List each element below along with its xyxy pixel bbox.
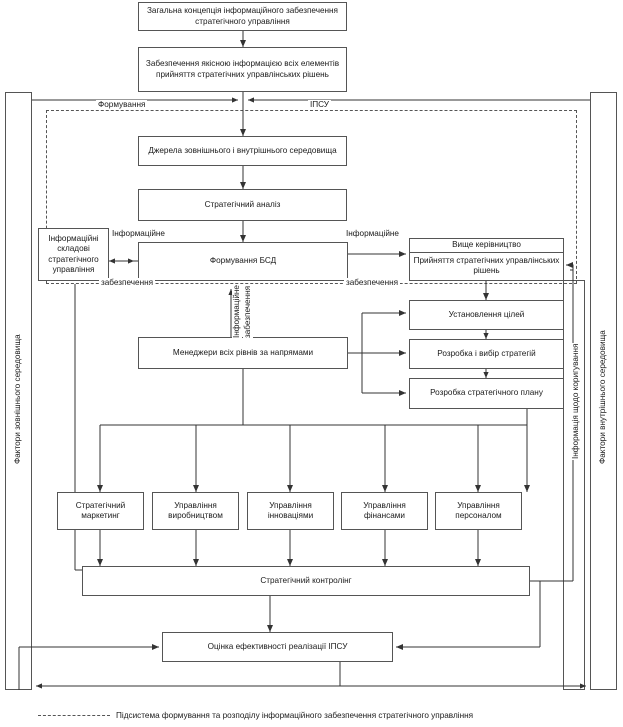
box-strategic-plan[interactable]: Розробка стратегічного плану — [409, 378, 564, 409]
box-strategic-analysis[interactable]: Стратегічний аналіз — [138, 189, 347, 221]
box-quality-information[interactable]: Забезпечення якісною інформацією всіх ел… — [138, 47, 347, 92]
box-evaluation[interactable]: Оцінка ефективності реалізації ІПСУ — [162, 632, 393, 662]
box-bsd-formation[interactable]: Формування БСД — [138, 242, 348, 281]
label-formation: Формування — [96, 100, 148, 110]
label-information-right: Інформаційне — [344, 229, 401, 239]
box-environment-sources[interactable]: Джерела зовнішнього і внутрішнього серед… — [138, 136, 347, 166]
top-management-header: Вище керівництво — [410, 239, 563, 253]
label-external-factors: Фактори зовнішнього середовища — [13, 333, 23, 465]
box-personnel-management[interactable]: Управління персоналом — [435, 492, 522, 530]
label-correction-information: Інформація щодо коригування — [571, 342, 581, 460]
box-general-concept[interactable]: Загальна концепція інформаційного забезп… — [138, 2, 347, 31]
legend: Підсистема формування та розподілу інфор… — [38, 711, 473, 720]
legend-dash-swatch — [38, 715, 110, 716]
subsystem-dashed-region — [46, 110, 577, 284]
box-production-management[interactable]: Управління виробництвом — [152, 492, 239, 530]
legend-label: Підсистема формування та розподілу інфор… — [116, 711, 474, 720]
label-ipsu: ІПСУ — [308, 100, 332, 110]
box-information-components[interactable]: Інформаційні складові стратегічного упра… — [38, 228, 109, 281]
inner-right-frame — [563, 280, 585, 690]
box-goal-setting[interactable]: Установлення цілей — [409, 300, 564, 330]
label-information-vertical: Інформаційне — [232, 284, 242, 339]
box-strategic-controlling[interactable]: Стратегічний контролінг — [82, 566, 530, 596]
box-managers[interactable]: Менеджери всіх рівнів за напрямами — [138, 337, 348, 369]
box-top-management[interactable]: Вище керівництво Прийняття стратегічних … — [409, 238, 564, 281]
outer-right-frame — [590, 92, 617, 690]
label-support-vertical: забезпечення — [243, 284, 253, 339]
box-strategic-marketing[interactable]: Стратегічний маркетинг — [57, 492, 144, 530]
box-strategy-development[interactable]: Розробка і вибір стратегій — [409, 339, 564, 369]
label-information-left: Інформаційне — [110, 229, 167, 239]
box-finance-management[interactable]: Управління фінансами — [341, 492, 428, 530]
box-innovation-management[interactable]: Управління інноваціями — [247, 492, 334, 530]
label-support-left: забезпечення — [99, 278, 156, 288]
top-management-body: Прийняття стратегічних управлінських ріш… — [413, 255, 560, 276]
label-internal-factors: Фактори внутрішнього середовища — [598, 329, 608, 465]
label-support-right: забезпечення — [344, 278, 401, 288]
